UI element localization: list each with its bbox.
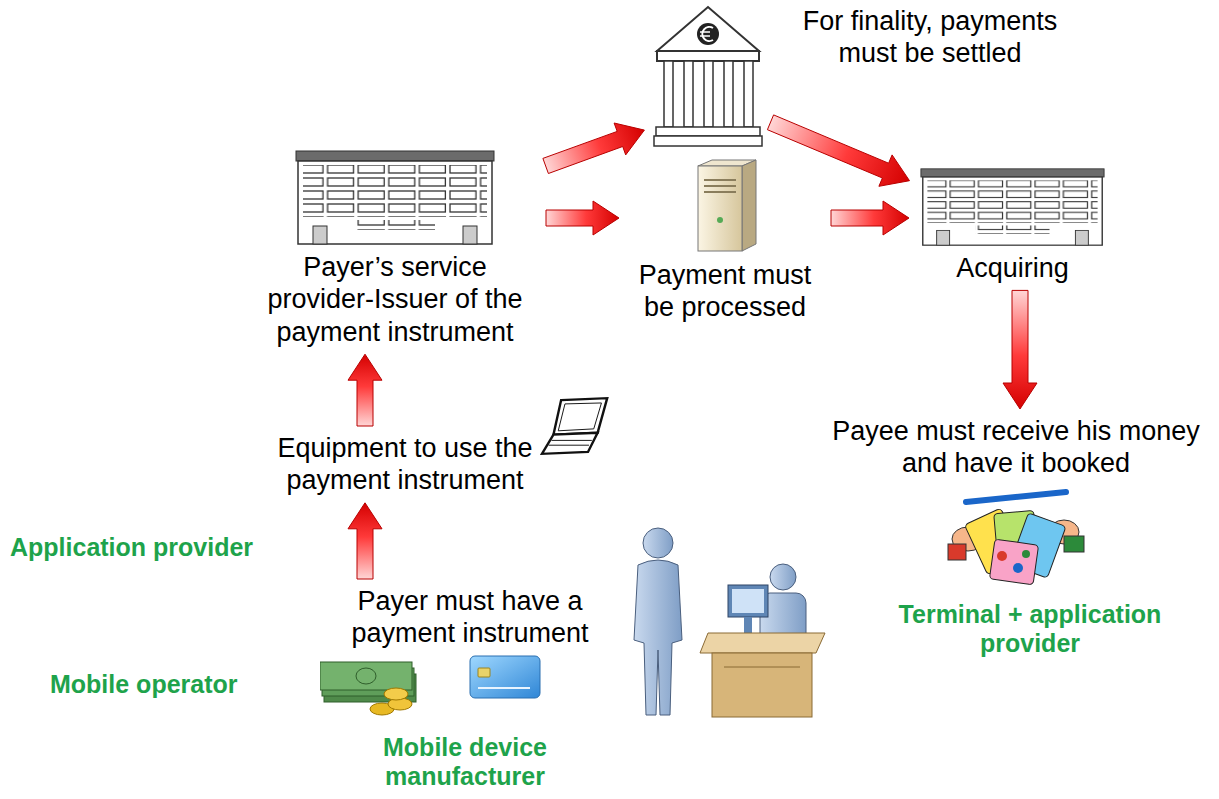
node-text: Payee must receive his money and have it… xyxy=(820,415,1212,480)
bldg-icon xyxy=(920,168,1105,246)
block-arrow xyxy=(767,115,909,186)
icon-node: Acquiring xyxy=(915,168,1110,284)
icon-node: Payer’s service provider-Issuer of the p… xyxy=(250,150,540,348)
bank-drawing xyxy=(653,3,763,148)
arrow-shape xyxy=(348,354,382,426)
arrow-shape xyxy=(546,201,619,235)
node-text: Equipment to use the payment instrument xyxy=(245,432,565,497)
block-arrow xyxy=(831,201,909,235)
arrow-shape xyxy=(831,201,909,235)
node-text: Payer must have a payment instrument xyxy=(320,585,620,650)
server-icon xyxy=(690,158,760,253)
role-label: Terminal + application provider xyxy=(870,600,1190,658)
node-text: Payer’s service provider-Issuer of the p… xyxy=(250,251,540,348)
money-drawing xyxy=(320,654,550,719)
laptop-drawing xyxy=(540,395,612,457)
icon-node: Payment must be processed xyxy=(625,158,825,324)
node-text: Payment must be processed xyxy=(625,259,825,324)
arrow-shape xyxy=(1003,290,1037,409)
bldg-drawing xyxy=(920,168,1105,246)
icon-node: Equipment to use the payment instrument xyxy=(245,432,565,497)
bank-icon xyxy=(653,3,763,148)
role-label: Mobile operator xyxy=(50,670,310,699)
node-text: Acquiring xyxy=(915,252,1110,284)
bldg-icon xyxy=(295,150,495,245)
role-label: Mobile device manufacturer xyxy=(360,733,570,791)
block-arrow xyxy=(543,123,645,174)
payee-drawing xyxy=(946,484,1086,589)
role-label: Application provider xyxy=(10,533,330,562)
clerk-and-customer-illustration xyxy=(620,515,830,725)
block-arrow xyxy=(348,503,382,579)
block-arrow xyxy=(546,201,619,235)
icon-node: For finality, payments must be settled xyxy=(650,3,765,154)
arrow-shape xyxy=(348,503,382,579)
icon-node: Payer must have a payment instrument xyxy=(320,585,620,719)
bldg-drawing xyxy=(295,150,495,245)
arrow-shape xyxy=(543,123,645,174)
icon-node: Payee must receive his money and have it… xyxy=(820,415,1212,589)
node-text: For finality, payments must be settled xyxy=(770,5,1090,70)
laptop-icon xyxy=(540,395,612,457)
arrow-shape xyxy=(767,115,909,186)
money-icon xyxy=(320,654,550,719)
block-arrow xyxy=(1003,290,1037,409)
server-drawing xyxy=(690,158,760,253)
block-arrow xyxy=(348,354,382,426)
payee-icon xyxy=(946,484,1086,589)
